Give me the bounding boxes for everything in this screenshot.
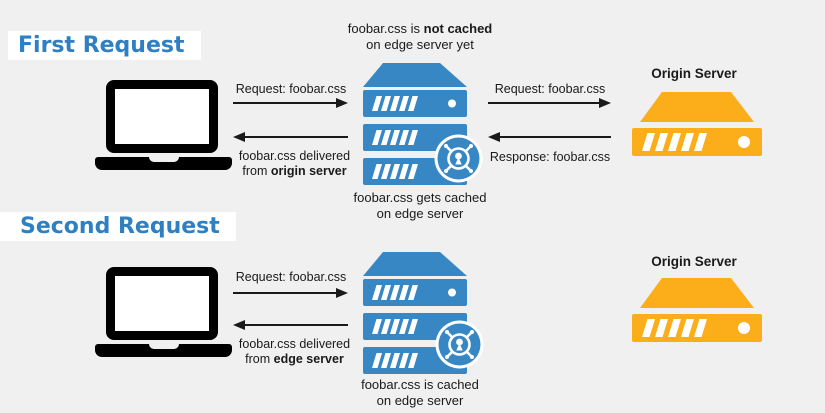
origin-server-label: Origin Server [651, 254, 737, 269]
edge-cached-note-second: foobar.css is cached on edge server [361, 377, 479, 408]
laptop-base [95, 344, 232, 357]
edge-cache-status-note-first: foobar.css is not cached on edge server … [347, 21, 493, 52]
client-to-edge-request-label: Request: foobar.css [235, 82, 347, 96]
laptop-base [95, 157, 232, 170]
edge-to-origin-request-label: Request: foobar.css [494, 82, 606, 96]
edge-to-client-response-label: foobar.css delivered from origin server [238, 149, 351, 178]
cache-badge-icon [435, 320, 484, 369]
cache-badge-icon [434, 134, 483, 183]
edge-server-icon [363, 63, 467, 185]
arrow-right-icon [233, 98, 348, 108]
laptop-notch [148, 157, 179, 162]
arrow-left-icon [233, 132, 348, 142]
arrow-left-icon [488, 132, 611, 142]
first-request-heading: First Request [8, 31, 201, 60]
second-request-heading: Second Request [0, 212, 236, 241]
origin-server-label: Origin Server [651, 66, 737, 81]
laptop-notch [148, 344, 179, 349]
edge-cached-note-first: foobar.css gets cached on edge server [353, 190, 487, 221]
arrow-left-icon [233, 320, 348, 330]
origin-server-icon [632, 278, 762, 342]
origin-to-edge-response-label: Response: foobar.css [489, 150, 611, 164]
laptop-icon [95, 267, 232, 357]
client-to-edge-request-label: Request: foobar.css [235, 270, 347, 284]
edge-to-client-response-label: foobar.css delivered from edge server [238, 337, 351, 366]
origin-server-icon [632, 92, 762, 156]
laptop-screen [106, 267, 218, 340]
arrow-right-icon [488, 98, 611, 108]
laptop-icon [95, 80, 232, 170]
arrow-right-icon [233, 288, 348, 298]
laptop-screen [106, 80, 218, 153]
